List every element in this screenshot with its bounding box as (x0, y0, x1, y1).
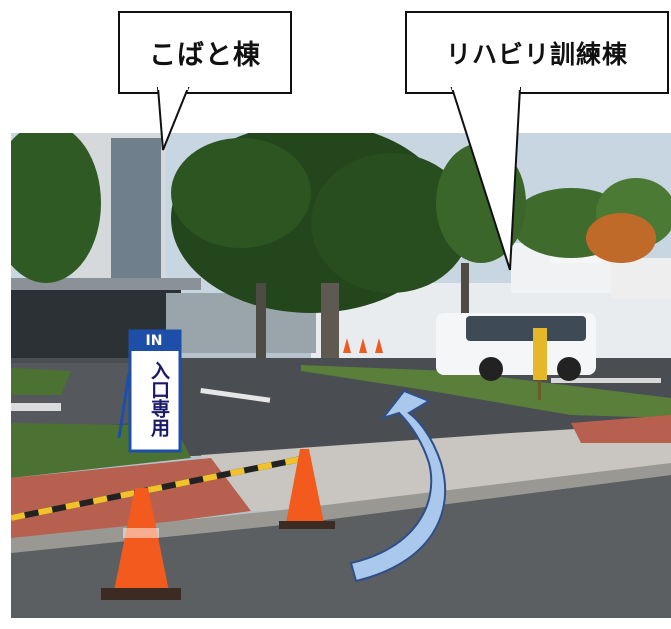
direction-arrow (349, 389, 447, 583)
entrance-photo (11, 133, 671, 618)
traffic-cone-back (286, 449, 324, 523)
traffic-cone-front (114, 488, 169, 591)
callout-rehab-building: リハビリ訓練棟 (405, 11, 669, 94)
sign-entrance-only-label: 入口専用 (148, 361, 170, 437)
callout-rehab-label: リハビリ訓練棟 (445, 39, 628, 69)
callout-kobato-building: こばと棟 (118, 11, 292, 94)
sign-in-label: IN (145, 333, 163, 349)
callout-kobato-label: こばと棟 (149, 40, 261, 71)
